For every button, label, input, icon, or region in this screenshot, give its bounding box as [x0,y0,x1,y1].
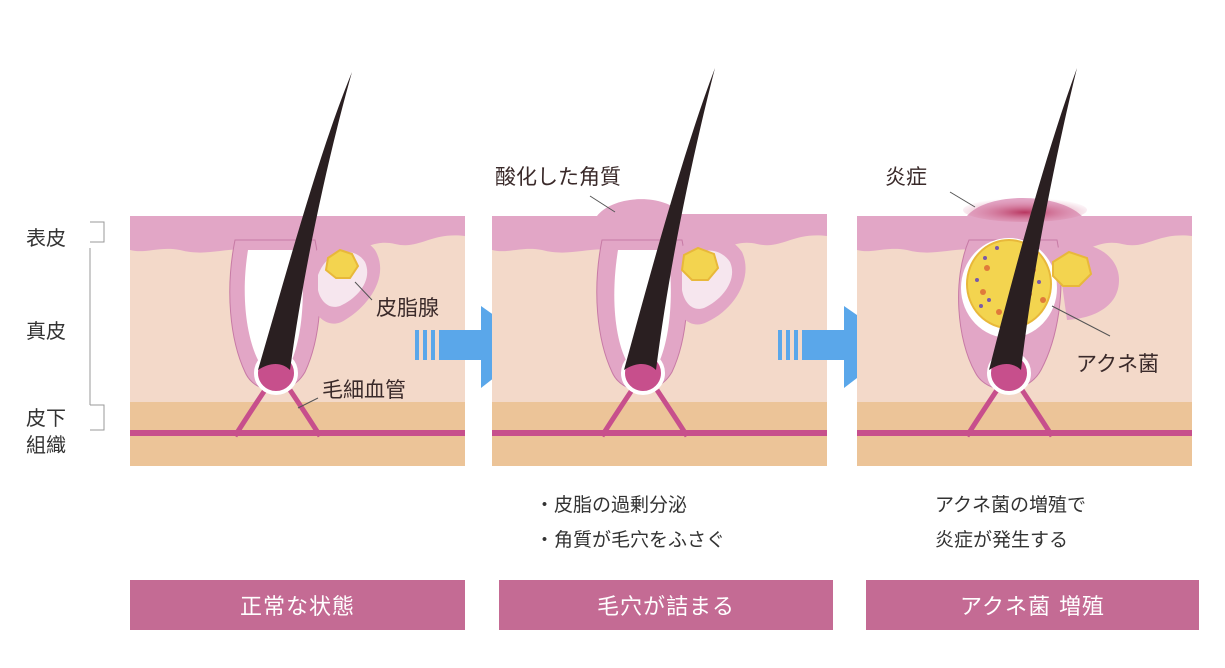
label-acne-bacteria: アクネ菌 [1076,352,1159,376]
skin-panel-normal [130,72,465,466]
label-inflammation: 炎症 [885,165,927,189]
label-oxidized-keratin: 酸化した角質 [495,165,621,189]
skin-panel-inflamed [857,68,1192,466]
label-capillary: 毛細血管 [322,378,406,402]
stage-bar-normal: 正常な状態 [130,580,465,630]
stage-bar-bacteria: アクネ菌 増殖 [866,580,1199,630]
label-sebaceous-gland: 皮脂腺 [376,296,439,320]
skin-panel-clogged [492,68,827,466]
note-stage-clogged: ・皮脂の過剰分泌 ・角質が毛穴をふさぐ [535,494,726,551]
stage-bar-clogged: 毛穴が詰まる [499,580,833,630]
layer-label-dermis: 真皮 [26,319,66,343]
note-stage-inflamed: アクネ菌の増殖で 炎症が発生する [935,494,1087,551]
layer-bracket [89,221,105,431]
layer-label-epidermis: 表皮 [26,226,66,250]
layer-label-subcutis: 皮下 組織 [26,406,66,457]
leader-lines [297,191,1111,409]
